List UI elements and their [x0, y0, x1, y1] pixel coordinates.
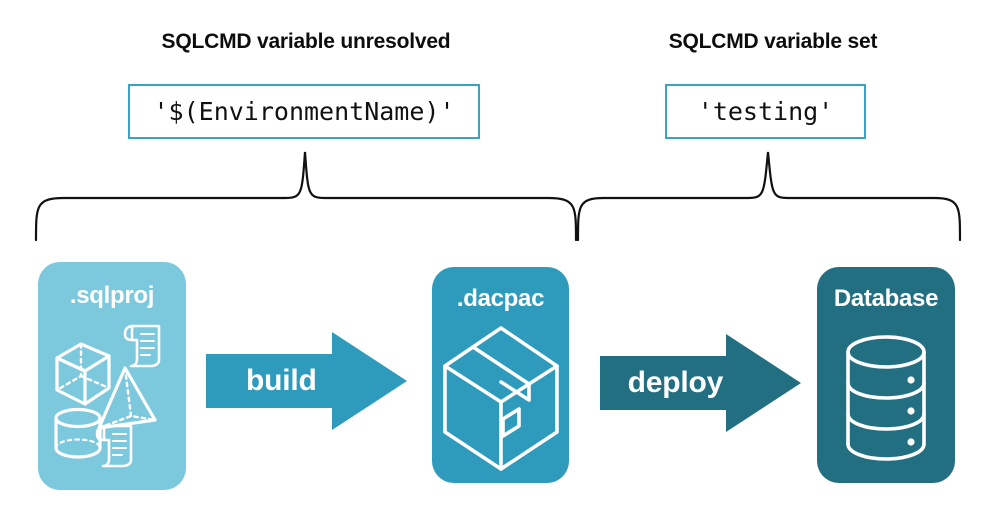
node-sqlproj-label: .sqlproj — [69, 282, 155, 309]
wireframe-shapes-and-scripts-icon — [38, 320, 186, 470]
cylinder-icon — [54, 407, 102, 459]
node-database: Database — [817, 267, 955, 483]
curly-brace-left — [34, 151, 578, 242]
node-dacpac-label: .dacpac — [456, 285, 545, 312]
node-database-label: Database — [833, 285, 939, 312]
cube-icon — [55, 342, 111, 406]
curly-brace-right — [576, 151, 962, 242]
heading-sqlcmd-variable-set: SQLCMD variable set — [668, 30, 878, 53]
node-dacpac: .dacpac — [432, 267, 569, 483]
code-box-environment-name: '$(EnvironmentName)' — [128, 84, 480, 139]
arrow-build: build — [206, 332, 407, 430]
arrow-deploy-label: deploy — [627, 366, 724, 399]
node-sqlproj: .sqlproj — [38, 262, 186, 490]
heading-sqlcmd-variable-unresolved: SQLCMD variable unresolved — [161, 30, 451, 53]
pyramid-icon — [97, 366, 157, 430]
script-scroll-icon — [123, 324, 161, 368]
database-cylinder-icon — [817, 327, 955, 472]
code-box-testing: 'testing' — [665, 84, 866, 139]
arrow-deploy: deploy — [600, 334, 801, 432]
package-box-icon — [432, 319, 569, 477]
arrow-build-label: build — [246, 364, 317, 397]
script-scroll-icon — [95, 424, 133, 468]
